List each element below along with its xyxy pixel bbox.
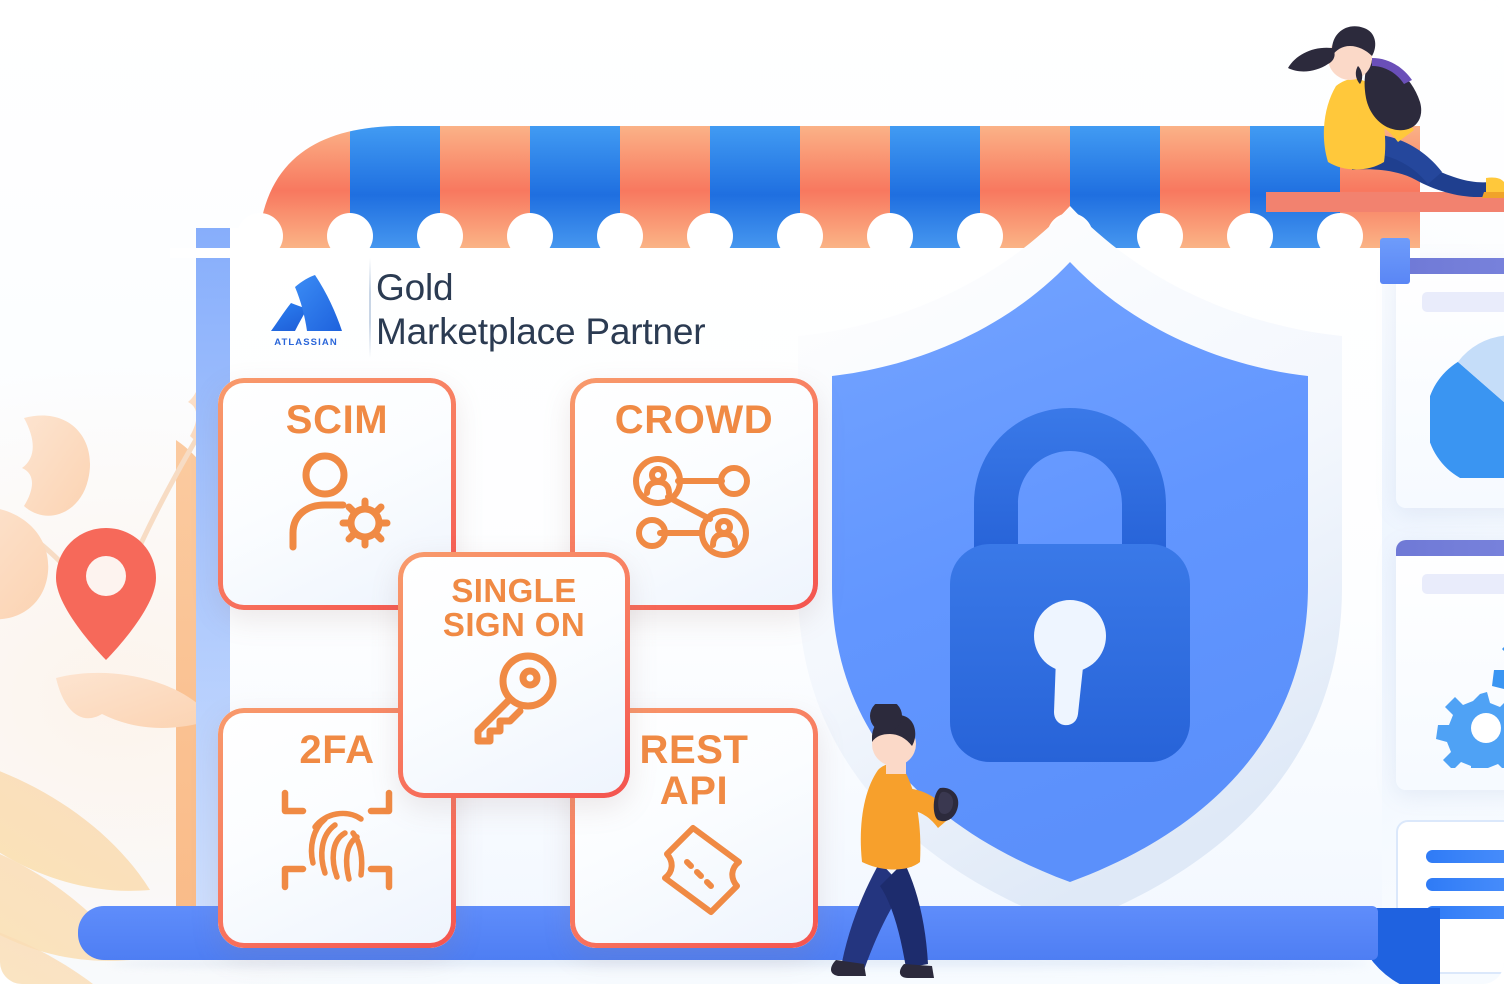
person-walking-with-phone: [831, 704, 959, 978]
panel-header-bar: [1396, 540, 1504, 556]
chat-line: [1426, 878, 1504, 891]
user-network-icon: [633, 455, 750, 558]
padlock-icon: [950, 408, 1190, 762]
feature-card-title: 2FA: [299, 728, 375, 772]
key-icon: [474, 652, 557, 745]
feature-card-title-line2: SIGN ON: [442, 605, 586, 643]
brand-divider: [369, 258, 371, 358]
atlassian-logo: ATLASSIAN: [258, 262, 354, 358]
feature-card-rest[interactable]: REST API: [570, 708, 818, 948]
brand-header: ATLASSIAN Gold Marketplace Partner: [258, 258, 778, 362]
panel-placeholder-line: [1422, 574, 1504, 594]
brand-title-line1: Gold: [376, 267, 454, 309]
map-pin-icon: [56, 528, 156, 660]
person-sitting-with-laptop: [1266, 26, 1504, 212]
feature-card-title: SINGLE: [451, 572, 577, 609]
gears-panel[interactable]: [1396, 540, 1504, 790]
feature-card-title-line2: API: [659, 768, 729, 813]
pie-chart-icon: [1430, 335, 1504, 478]
feature-card-title: SCIM: [285, 398, 389, 442]
panel-header-bar: [1396, 258, 1504, 274]
fingerprint-scan-icon: [281, 789, 393, 891]
brand-title-line2: Marketplace Partner: [376, 311, 706, 352]
ticket-icon: [662, 824, 742, 915]
feature-card-title: CROWD: [614, 398, 774, 442]
user-gear-icon: [289, 452, 391, 551]
awning-support: [1380, 238, 1410, 284]
feature-card-sso[interactable]: SINGLE SIGN ON: [398, 552, 630, 798]
gears-icon: [1436, 647, 1504, 768]
feature-card-title: REST: [639, 728, 749, 772]
panel-placeholder-line: [1422, 292, 1504, 312]
security-shield: [798, 206, 1342, 926]
platform-shadow: [110, 956, 1370, 972]
atlassian-mark-icon: [271, 274, 342, 331]
page-title: Gold Marketplace Partner: [376, 266, 706, 353]
chat-line: [1426, 906, 1504, 919]
chat-line: [1426, 850, 1504, 863]
atlassian-wordmark: ATLASSIAN: [274, 336, 338, 348]
pie-chart-panel[interactable]: [1396, 258, 1504, 508]
